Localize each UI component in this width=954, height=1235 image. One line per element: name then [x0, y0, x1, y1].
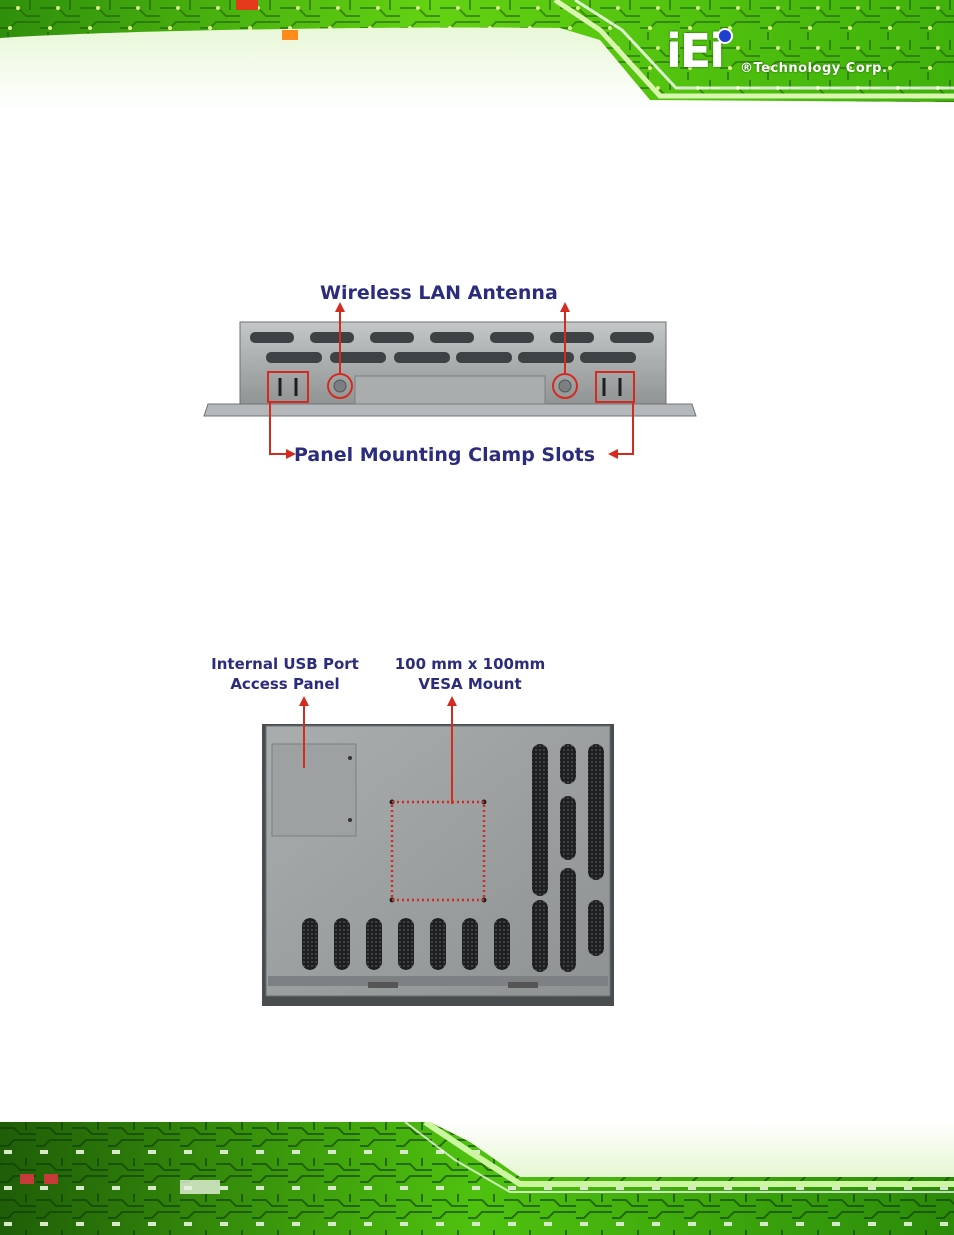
vesa-mount-label: 100 mm x 100mm VESA Mount [380, 654, 560, 694]
vesa-label-line-1: 100 mm x 100mm [380, 654, 560, 674]
footer-banner [0, 1122, 954, 1235]
panel-rear-view [258, 692, 618, 1008]
vesa-label-line-2: VESA Mount [380, 674, 560, 694]
panel-mounting-clamp-slots-label: Panel Mounting Clamp Slots [294, 444, 595, 466]
brand-name: ®Technology Corp. [740, 61, 887, 76]
internal-usb-port-label: Internal USB Port Access Panel [196, 654, 374, 694]
usb-label-line-2: Access Panel [196, 674, 374, 694]
logo-dot-icon [717, 28, 733, 44]
header-pcb-graphic [0, 0, 954, 112]
footer-pcb-graphic [0, 1122, 954, 1235]
iei-logo-mark: iEi [666, 28, 723, 74]
usb-label-line-1: Internal USB Port [196, 654, 374, 674]
header-banner: iEi ®Technology Corp. [0, 0, 954, 112]
